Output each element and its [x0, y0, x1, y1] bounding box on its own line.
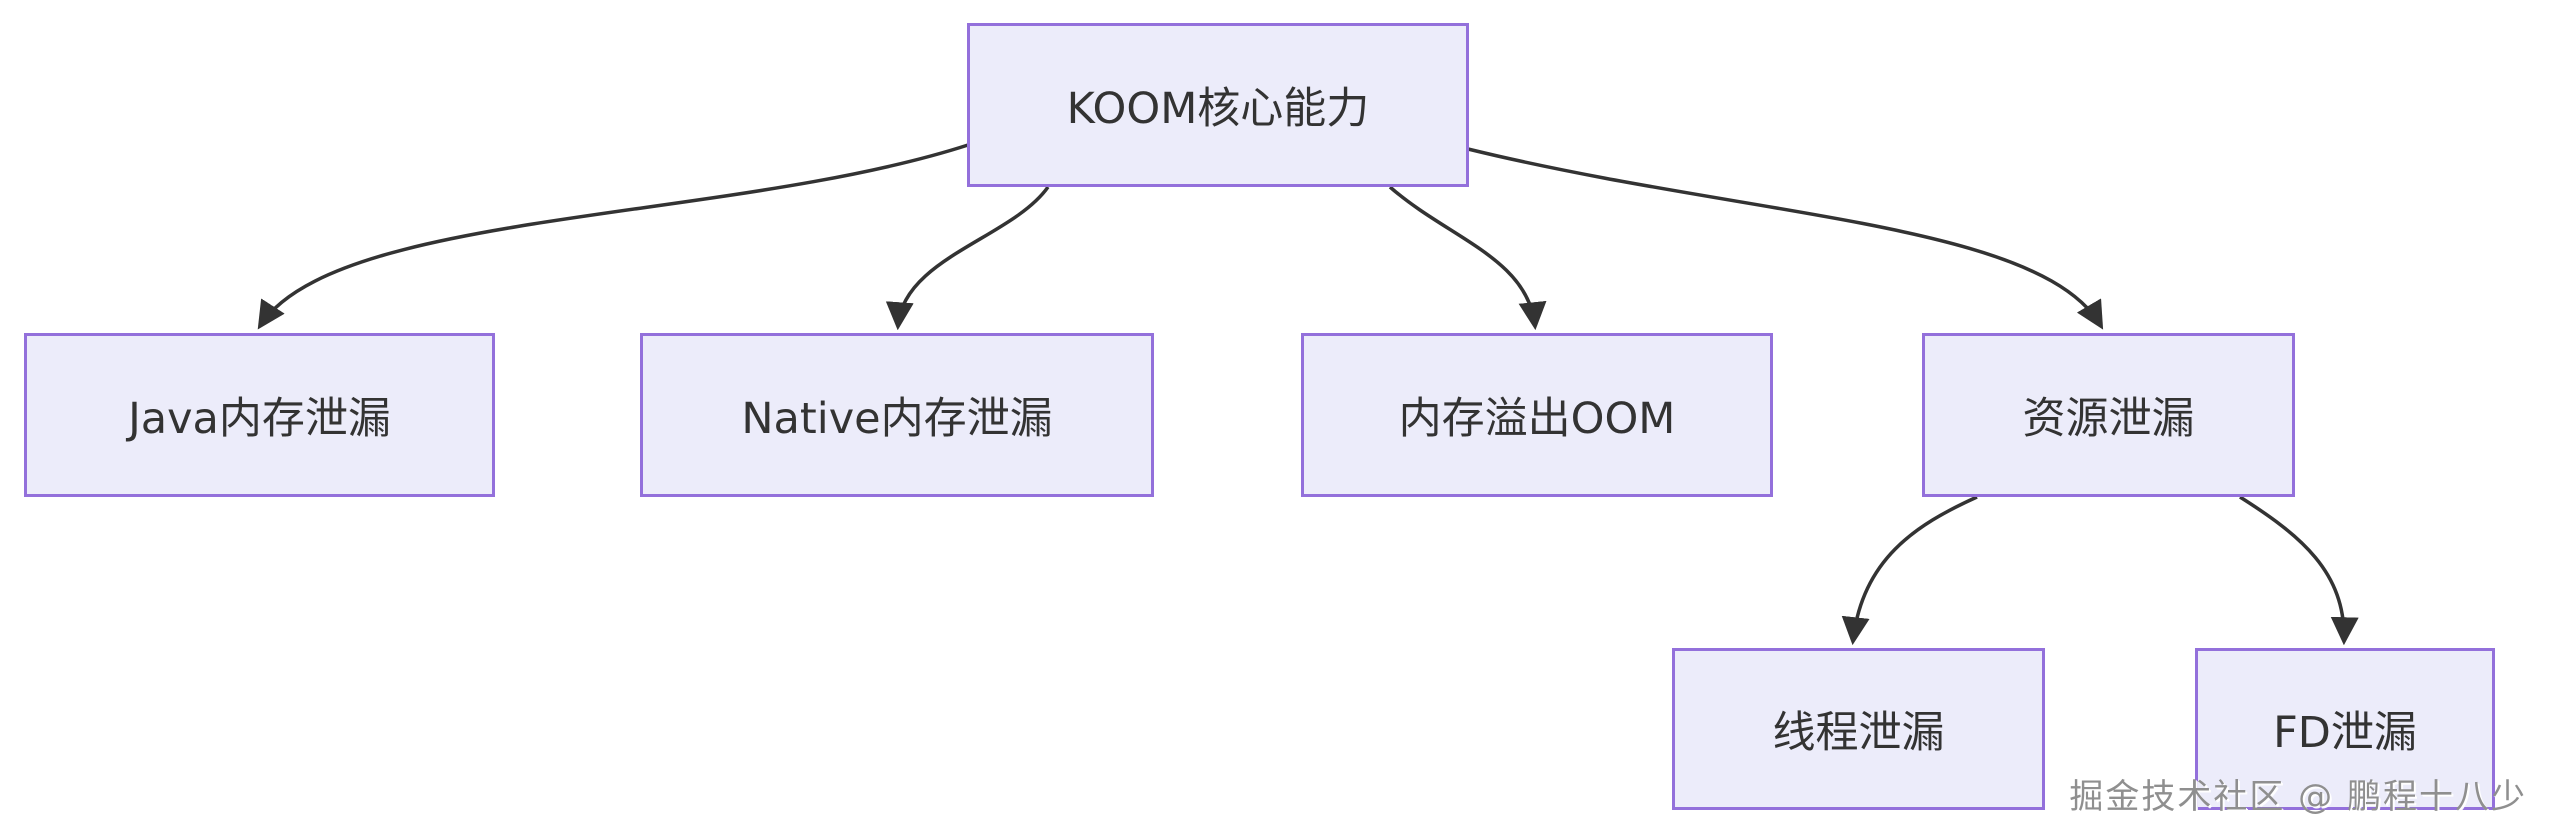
edge-resource-to-thread — [1841, 495, 1978, 646]
node-fd-leak-label: FD泄漏 — [2273, 708, 2417, 758]
node-thread-leak: 线程泄漏 — [1672, 648, 2045, 810]
edge-root-to-java — [257, 143, 969, 330]
watermark: 掘金技术社区 @ 鹏程十八少 — [2069, 777, 2527, 817]
node-oom-overflow: 内存溢出OOM — [1301, 333, 1773, 497]
node-native-memory-leak-label: Native内存泄漏 — [741, 394, 1053, 444]
node-resource-leak: 资源泄漏 — [1922, 333, 2295, 497]
edge-root-to-resource — [1467, 147, 2104, 330]
node-koom-core-label: KOOM核心能力 — [1066, 84, 1370, 134]
edge-root-to-native — [885, 185, 1050, 331]
node-native-memory-leak: Native内存泄漏 — [640, 333, 1154, 497]
node-java-memory-leak-label: Java内存泄漏 — [128, 394, 391, 444]
edge-resource-to-fd — [2239, 495, 2359, 646]
node-java-memory-leak: Java内存泄漏 — [24, 333, 495, 497]
node-oom-overflow-label: 内存溢出OOM — [1398, 394, 1676, 444]
node-fd-leak: FD泄漏 — [2195, 648, 2495, 810]
node-resource-leak-label: 资源泄漏 — [2022, 394, 2195, 444]
node-koom-core: KOOM核心能力 — [967, 23, 1469, 187]
node-thread-leak-label: 线程泄漏 — [1772, 708, 1945, 758]
edge-root-to-oom — [1388, 185, 1547, 331]
